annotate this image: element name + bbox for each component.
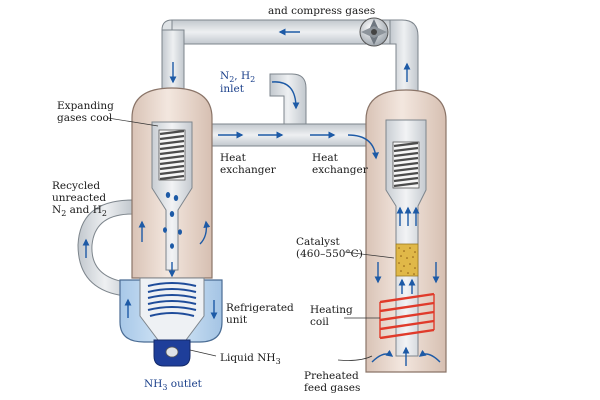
- ammonia-outlet-label: NH3 outlet: [144, 378, 202, 392]
- compressor-pump: [359, 17, 389, 47]
- pump-right-pipe: [389, 19, 419, 96]
- flow-arrows: [82, 28, 441, 366]
- outlet-valve: [165, 346, 179, 358]
- heat-exchanger-left-label: Heat exchanger: [220, 152, 276, 176]
- refrigerated-unit: [119, 277, 223, 367]
- inlet-label: N2, H2 inlet: [220, 70, 256, 95]
- refrigerator-coil: [147, 282, 197, 317]
- heating-coil: [379, 292, 435, 340]
- left-vessel: [131, 87, 213, 279]
- left-exchanger-coil: [158, 129, 186, 181]
- liquid-ammonia-label: Liquid NH3: [220, 352, 281, 366]
- pipe-network: [77, 19, 419, 297]
- preheated-feed-label: Preheated feed gases: [304, 370, 361, 394]
- expanding-gases-label: Expanding gases cool: [57, 100, 114, 124]
- right-vessel: [365, 89, 447, 373]
- refrigerated-unit-label: Refrigerated unit: [226, 302, 294, 326]
- inlet-pipe: [269, 73, 307, 125]
- catalyst-bed: [395, 243, 419, 277]
- recycled-gases-label: Recycled unreacted N2 and H2: [52, 180, 107, 218]
- recycle-pipe: [77, 199, 133, 297]
- ammonia-droplets: [163, 192, 182, 249]
- heat-exchanger-right-label: Heat exchanger: [312, 152, 368, 176]
- heating-coil-label: Heating coil: [310, 304, 353, 328]
- catalyst-label: Catalyst (460–550°C): [296, 236, 363, 260]
- compress-label: and compress gases: [268, 5, 376, 17]
- right-exchanger-coil: [392, 141, 420, 189]
- leader-lines: [107, 117, 395, 361]
